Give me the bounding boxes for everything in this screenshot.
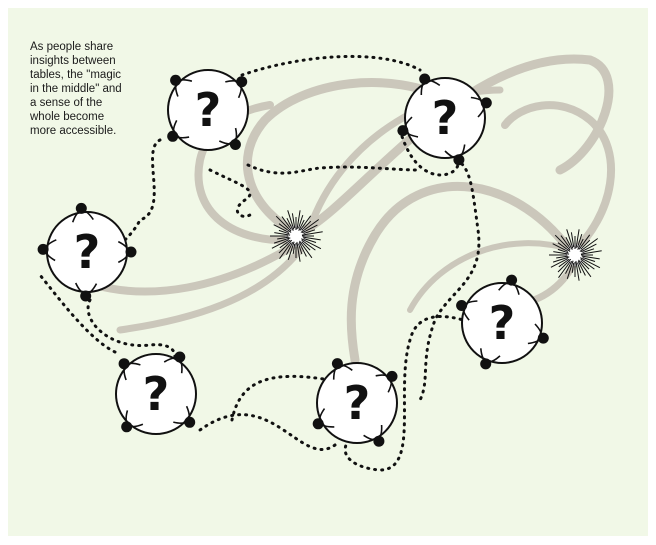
person-head (313, 418, 324, 429)
person-head (80, 291, 91, 302)
person-head (230, 139, 241, 150)
person-head (38, 244, 49, 255)
person-head (126, 247, 137, 258)
table-question-mark: ? (344, 376, 371, 430)
table-group: ? (116, 352, 196, 435)
person-head (456, 300, 467, 311)
table-question-mark: ? (489, 296, 516, 350)
person-head (480, 358, 491, 369)
table-group: ? (167, 70, 248, 150)
person-head (167, 131, 178, 142)
person-head (332, 358, 343, 369)
person-head (506, 275, 517, 286)
person-head (174, 352, 185, 363)
table-question-mark: ? (432, 91, 459, 145)
person-head (373, 436, 384, 447)
person-head (119, 358, 130, 369)
person-head (453, 154, 464, 165)
table-group: ? (456, 275, 549, 370)
person-head (76, 203, 87, 214)
person-head (397, 125, 408, 136)
table-question-mark: ? (195, 83, 222, 137)
table-group: ? (313, 358, 398, 447)
table-question-mark: ? (74, 225, 101, 279)
person-head (184, 417, 195, 428)
person-head (538, 333, 549, 344)
person-head (170, 75, 181, 86)
person-head (387, 371, 398, 382)
person-head (419, 74, 430, 85)
magic-burst (549, 229, 602, 280)
person-head (236, 76, 247, 87)
person-head (121, 421, 132, 432)
diagram-caption: As people share insights between tables,… (30, 40, 160, 138)
table-question-mark: ? (143, 367, 170, 421)
person-head (481, 97, 492, 108)
